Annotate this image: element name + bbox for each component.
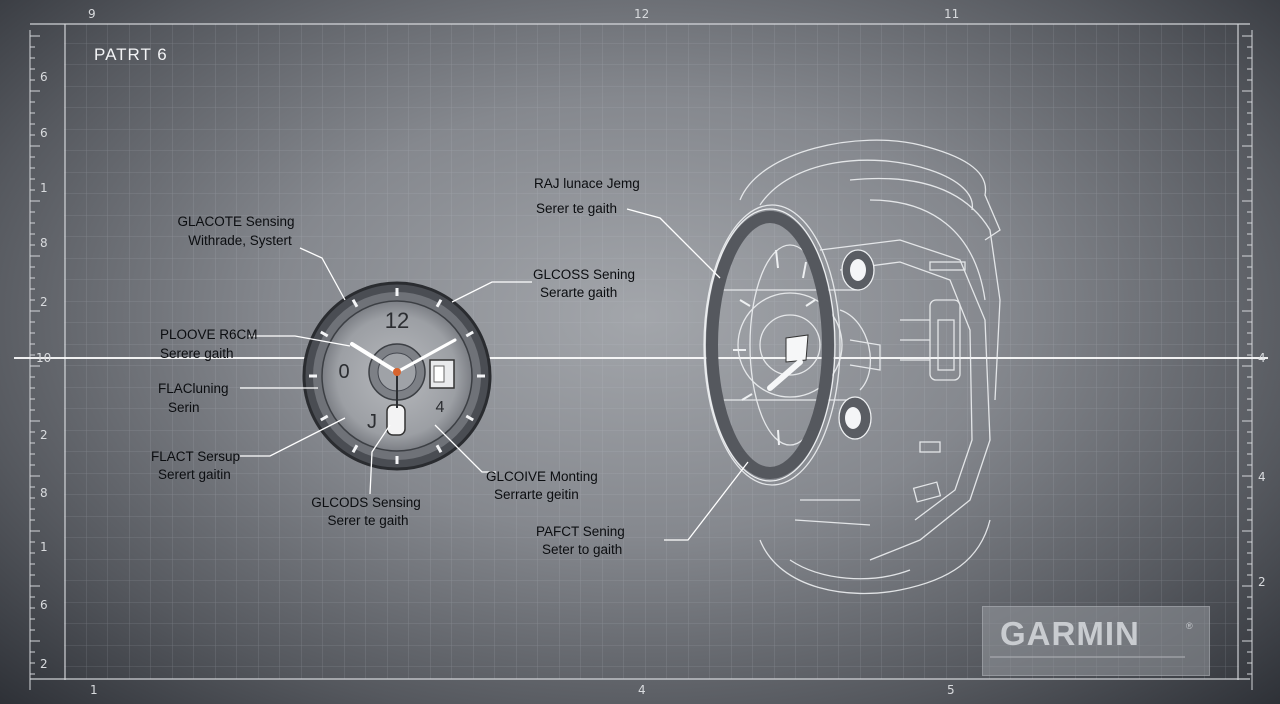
- watch-bezel-outline: [704, 208, 836, 482]
- callout-glacote-sub: Withrade, Systert: [188, 233, 292, 248]
- callout-ploove-title: PLOOVE R6CM: [160, 327, 258, 342]
- ruler-left-11: 2: [40, 657, 48, 671]
- watch-bezel: [706, 211, 834, 479]
- bezel-tick: [320, 414, 329, 422]
- page-title: PATRT 6: [94, 45, 168, 64]
- callout-ploove-sub: Serere gaith: [160, 346, 234, 361]
- dial-7: J: [367, 411, 377, 433]
- logo-panel: [982, 606, 1210, 676]
- ruler-bottom-left: 1: [90, 683, 98, 697]
- brand-logo: GARMIN: [1000, 615, 1140, 652]
- ruler-right-1: 4: [1258, 351, 1266, 365]
- ruler-left-5: 2: [40, 295, 48, 309]
- ruler-left-3: 1: [40, 181, 48, 195]
- callout-flacluning-title: FLACluning: [158, 381, 229, 396]
- dial-4: 4: [436, 399, 445, 416]
- callout-glcods-title: GLCODS Sensing: [311, 495, 421, 510]
- ruler-top-center: 12: [634, 7, 650, 21]
- bezel-tick: [351, 299, 359, 308]
- left-ruler: [29, 30, 1253, 690]
- callout-lines: [240, 208, 749, 541]
- bezel-tick: [351, 444, 359, 453]
- ruler-left-9: 1: [40, 540, 48, 554]
- bezel-tick: [465, 414, 474, 422]
- ruler-top-left: 9: [88, 7, 96, 21]
- callout-glcoive-title: GLCOIVE Monting: [486, 469, 598, 484]
- bezel-tick: [435, 299, 443, 308]
- side-buttons: [838, 249, 875, 440]
- callout-flact-sub: Serert gaitin: [158, 467, 231, 482]
- grid: [64, 24, 1239, 679]
- callout-raj-sub: Serer te gaith: [536, 201, 618, 216]
- ruler-left-6: 10: [36, 351, 52, 365]
- bezel-tick: [435, 444, 443, 453]
- bezel-tick: [465, 330, 474, 338]
- callout-flact-title: FLACT Sersup: [151, 449, 241, 464]
- ruler-left-1: 6: [40, 70, 48, 84]
- watch-face-front: [302, 281, 492, 471]
- bezel-tick: [320, 330, 329, 338]
- trademark-mark: ®: [1186, 621, 1193, 631]
- callout-glcoss-title: GLCOSS Sening: [533, 267, 636, 282]
- ruler-left-2: 6: [40, 126, 48, 140]
- ruler-bottom-right: 5: [947, 683, 955, 697]
- ruler-left-4: 8: [40, 236, 48, 250]
- callout-raj-title: RAJ lunace Jemg: [534, 176, 640, 191]
- ruler-right-2: 4: [1258, 470, 1266, 484]
- ruler-bottom-center: 4: [638, 683, 646, 697]
- callout-glcoive-sub: Serrarte geitin: [494, 487, 579, 502]
- ruler-left-10: 6: [40, 598, 48, 612]
- callout-glcods-sub: Serer te gaith: [327, 513, 409, 528]
- ruler-left-8: 8: [40, 486, 48, 500]
- ruler-ticks: [30, 35, 1252, 675]
- frame: [30, 23, 1250, 680]
- watch-wireframe-side: [703, 139, 1001, 595]
- callout-pafct-sub: Seter to gaith: [542, 542, 623, 557]
- dial-12: 12: [385, 308, 409, 333]
- ruler-right-3: 2: [1258, 575, 1266, 589]
- dial-9: 0: [338, 361, 349, 383]
- callout-pafct-title: PAFCT Sening: [536, 524, 625, 539]
- callout-flacluning-sub: Serin: [168, 400, 200, 415]
- callout-glacote-title: GLACOTE Sensing: [177, 214, 295, 229]
- ruler-top-right: 11: [944, 7, 960, 21]
- ruler-left-7: 2: [40, 428, 48, 442]
- callout-glcoss-sub: Serarte gaith: [540, 285, 618, 300]
- wireframe-face-details: [733, 249, 816, 446]
